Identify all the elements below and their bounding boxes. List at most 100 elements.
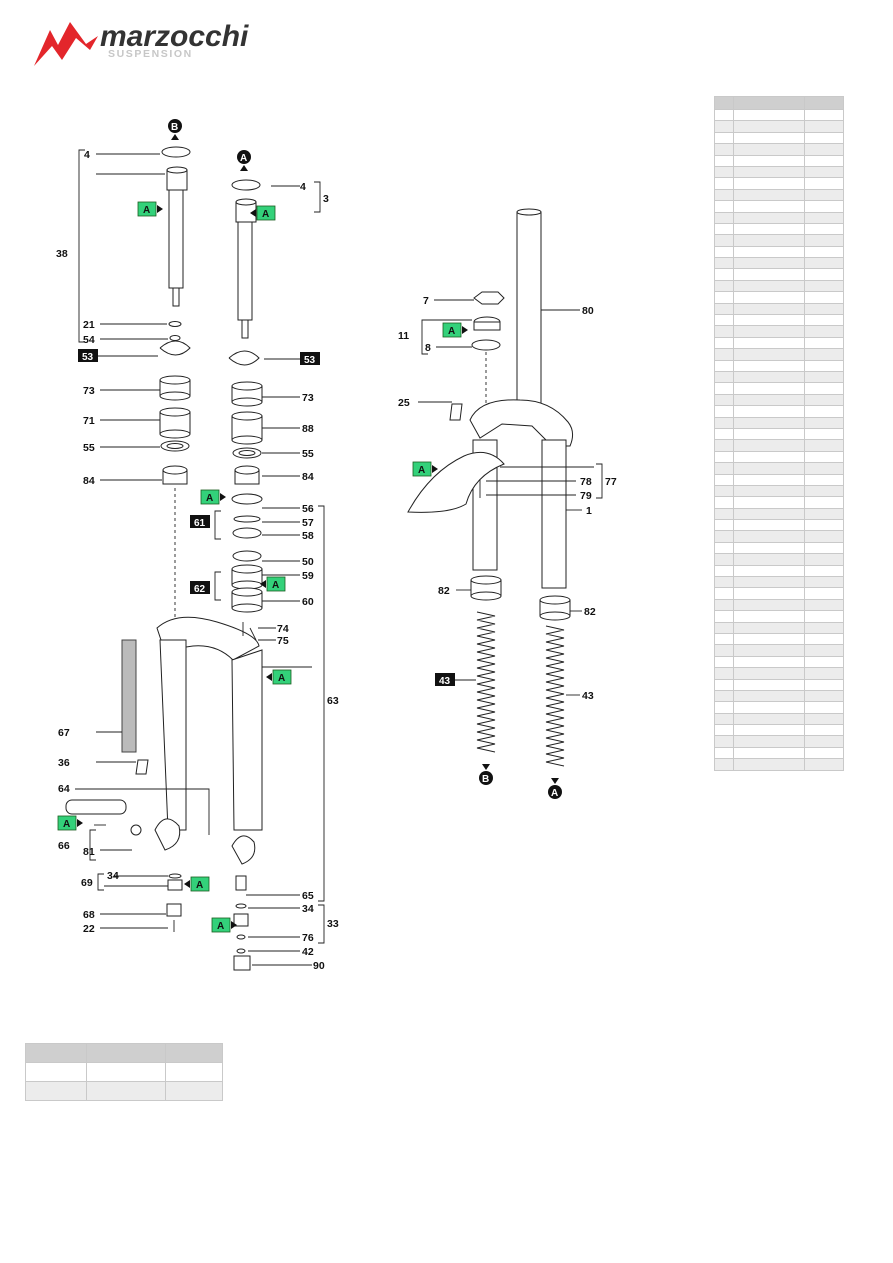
parts-table-row [714, 701, 844, 714]
small-table-row [25, 1081, 223, 1101]
svg-text:88: 88 [302, 423, 314, 435]
parts-table-row [714, 291, 844, 304]
logo-name: marzocchi [100, 20, 249, 53]
svg-text:53: 53 [304, 355, 316, 366]
svg-text:50: 50 [302, 556, 314, 568]
svg-text:55: 55 [83, 442, 95, 454]
parts-table-row [714, 667, 844, 680]
svg-text:84: 84 [302, 471, 314, 483]
parts-table-header [714, 96, 844, 110]
crown [469, 399, 574, 447]
svg-text:34: 34 [302, 903, 314, 915]
small-table [25, 1043, 223, 1101]
parts-table-row [714, 530, 844, 543]
parts-table-row [714, 712, 844, 726]
svg-text:81: 81 [83, 846, 95, 858]
svg-text:82: 82 [438, 585, 450, 597]
marker-a-bottom [548, 785, 562, 799]
svg-text:25: 25 [398, 397, 410, 409]
left-assembly: B [56, 119, 263, 971]
svg-text:68: 68 [83, 909, 95, 921]
svg-text:34: 34 [107, 870, 119, 882]
parts-table-row [714, 655, 844, 669]
svg-text:54: 54 [83, 334, 95, 346]
parts-table-row [714, 405, 844, 418]
parts-table-row [714, 131, 844, 145]
svg-text:42: 42 [302, 946, 314, 958]
svg-text:A: A [63, 819, 70, 830]
svg-text:59: 59 [302, 570, 314, 582]
svg-text:3: 3 [323, 193, 329, 205]
svg-text:53: 53 [82, 352, 94, 363]
svg-text:1: 1 [586, 505, 592, 517]
parts-table-row [714, 735, 844, 748]
marzocchi-logo: marzocchi SUSPENSION [34, 20, 249, 66]
svg-text:77: 77 [605, 476, 617, 488]
parts-table-row [714, 143, 844, 156]
svg-text:75: 75 [277, 635, 289, 647]
svg-text:90: 90 [313, 960, 325, 972]
parts-table-row [714, 575, 844, 589]
svg-text:56: 56 [302, 503, 314, 515]
logo-icon [34, 22, 98, 66]
parts-table-row [714, 370, 844, 384]
small-table-header [25, 1043, 223, 1063]
parts-table-row [714, 484, 844, 498]
part-4-left [161, 146, 191, 158]
svg-text:62: 62 [194, 584, 206, 595]
svg-text:A: A [262, 209, 269, 220]
marker-b-top-left [168, 119, 182, 133]
parts-table-row [714, 416, 844, 429]
parts-table-row [714, 108, 844, 122]
parts-table-row [714, 359, 844, 373]
svg-text:A: A [448, 326, 455, 337]
parts-table-row [714, 758, 844, 771]
svg-text:65: 65 [302, 890, 314, 902]
parts-table-row [714, 450, 844, 464]
svg-text:A: A [418, 465, 425, 476]
parts-table-row [714, 211, 844, 224]
svg-text:36: 36 [58, 757, 70, 769]
parts-table-row [714, 598, 844, 612]
parts-table-row [714, 200, 844, 213]
svg-text:57: 57 [302, 517, 314, 529]
svg-text:A: A [143, 205, 150, 216]
decal-67 [121, 639, 137, 753]
oring-8 [471, 339, 501, 351]
svg-text:7: 7 [423, 295, 429, 307]
parts-table-row [714, 393, 844, 407]
parts-table-row [714, 564, 844, 578]
marker-b-bottom [479, 771, 493, 785]
svg-text:43: 43 [439, 676, 451, 687]
parts-table [714, 96, 844, 771]
parts-table-row [714, 507, 844, 521]
parts-table-row [714, 632, 844, 646]
svg-text:4: 4 [84, 149, 90, 161]
svg-text:B: B [482, 774, 489, 785]
part-36 [135, 759, 149, 775]
parts-table-row [714, 462, 844, 475]
svg-text:79: 79 [580, 490, 592, 502]
svg-text:74: 74 [277, 623, 289, 635]
marker-a-top-center [237, 150, 251, 164]
svg-text:71: 71 [83, 415, 95, 427]
parts-table-row [714, 644, 844, 657]
svg-text:61: 61 [194, 518, 206, 529]
parts-table-row [714, 154, 844, 167]
svg-text:8: 8 [425, 342, 431, 354]
parts-table-row [714, 302, 844, 316]
svg-text:33: 33 [327, 918, 339, 930]
svg-text:B: B [171, 122, 178, 133]
svg-text:67: 67 [58, 727, 70, 739]
svg-text:A: A [278, 673, 285, 684]
small-table-row [25, 1062, 223, 1082]
part-7 [473, 291, 505, 305]
svg-text:11: 11 [398, 330, 409, 342]
stanchion-right [541, 439, 567, 589]
parts-table-row [714, 553, 844, 566]
parts-table-row [714, 724, 844, 737]
parts-table-row [714, 188, 844, 202]
parts-table-row [714, 678, 844, 691]
svg-text:A: A [551, 788, 558, 799]
svg-text:82: 82 [584, 606, 596, 618]
